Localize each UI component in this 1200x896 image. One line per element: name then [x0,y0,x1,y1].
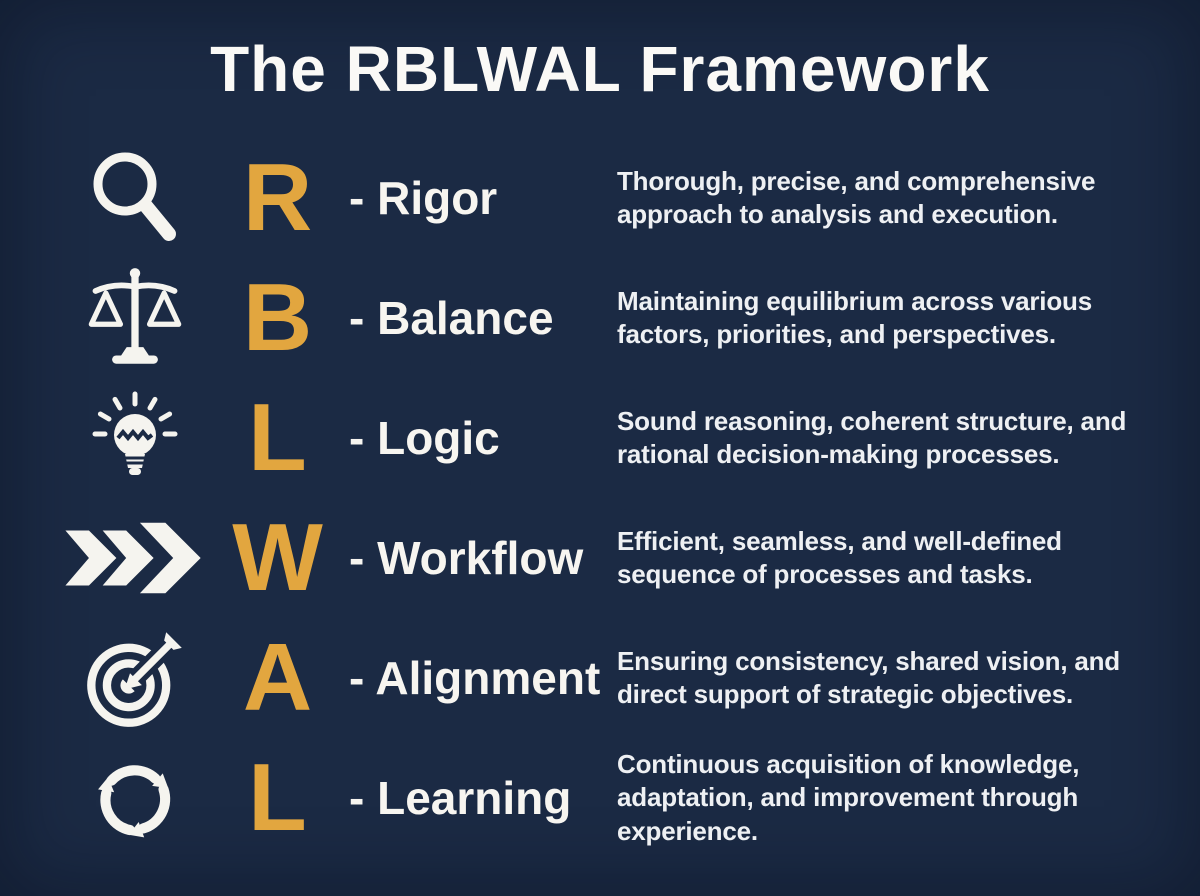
acronym-letter: B [242,264,313,371]
acronym-letter: W [232,504,323,611]
row-label: - Balance [349,292,554,344]
chevrons-icon [60,509,210,607]
row-label: - Rigor [349,172,498,224]
framework-row-learning: L - Learning Continuous acquisition of k… [0,738,1200,858]
framework-row-alignment: A - Alignment Ensuring consistency, shar… [0,618,1200,738]
framework-row-workflow: W - Workflow Efficient, seamless, and we… [0,498,1200,618]
cycle-icon [60,747,210,849]
acronym-letter: L [248,744,307,851]
row-label: - Alignment [349,652,601,704]
balance-scale-icon [60,266,210,370]
row-description: Continuous acquisition of knowledge, ada… [617,749,1080,846]
target-icon [60,626,210,730]
framework-row-logic: L - Logic Sound reasoning, coherent stru… [0,378,1200,498]
framework-row-balance: B - Balance Maintaining equilibrium acro… [0,258,1200,378]
row-label: - Learning [349,772,572,824]
framework-rows: R - Rigor Thorough, precise, and compreh… [0,138,1200,858]
row-description: Thorough, precise, and comprehensive app… [617,165,1096,229]
acronym-letter: A [242,624,313,731]
row-label: - Workflow [349,532,584,584]
framework-row-rigor: R - Rigor Thorough, precise, and compreh… [0,138,1200,258]
acronym-letter: L [248,384,307,491]
row-description: Maintaining equilibrium across various f… [617,285,1092,349]
row-description: Ensuring consistency, shared vision, and… [617,645,1120,709]
lightbulb-icon [60,388,210,488]
row-description: Efficient, seamless, and well-defined se… [617,525,1062,589]
acronym-letter: R [242,144,313,251]
search-icon [60,148,210,248]
page-title: The RBLWAL Framework [210,33,990,105]
row-description: Sound reasoning, coherent structure, and… [617,405,1127,469]
row-label: - Logic [349,412,500,464]
